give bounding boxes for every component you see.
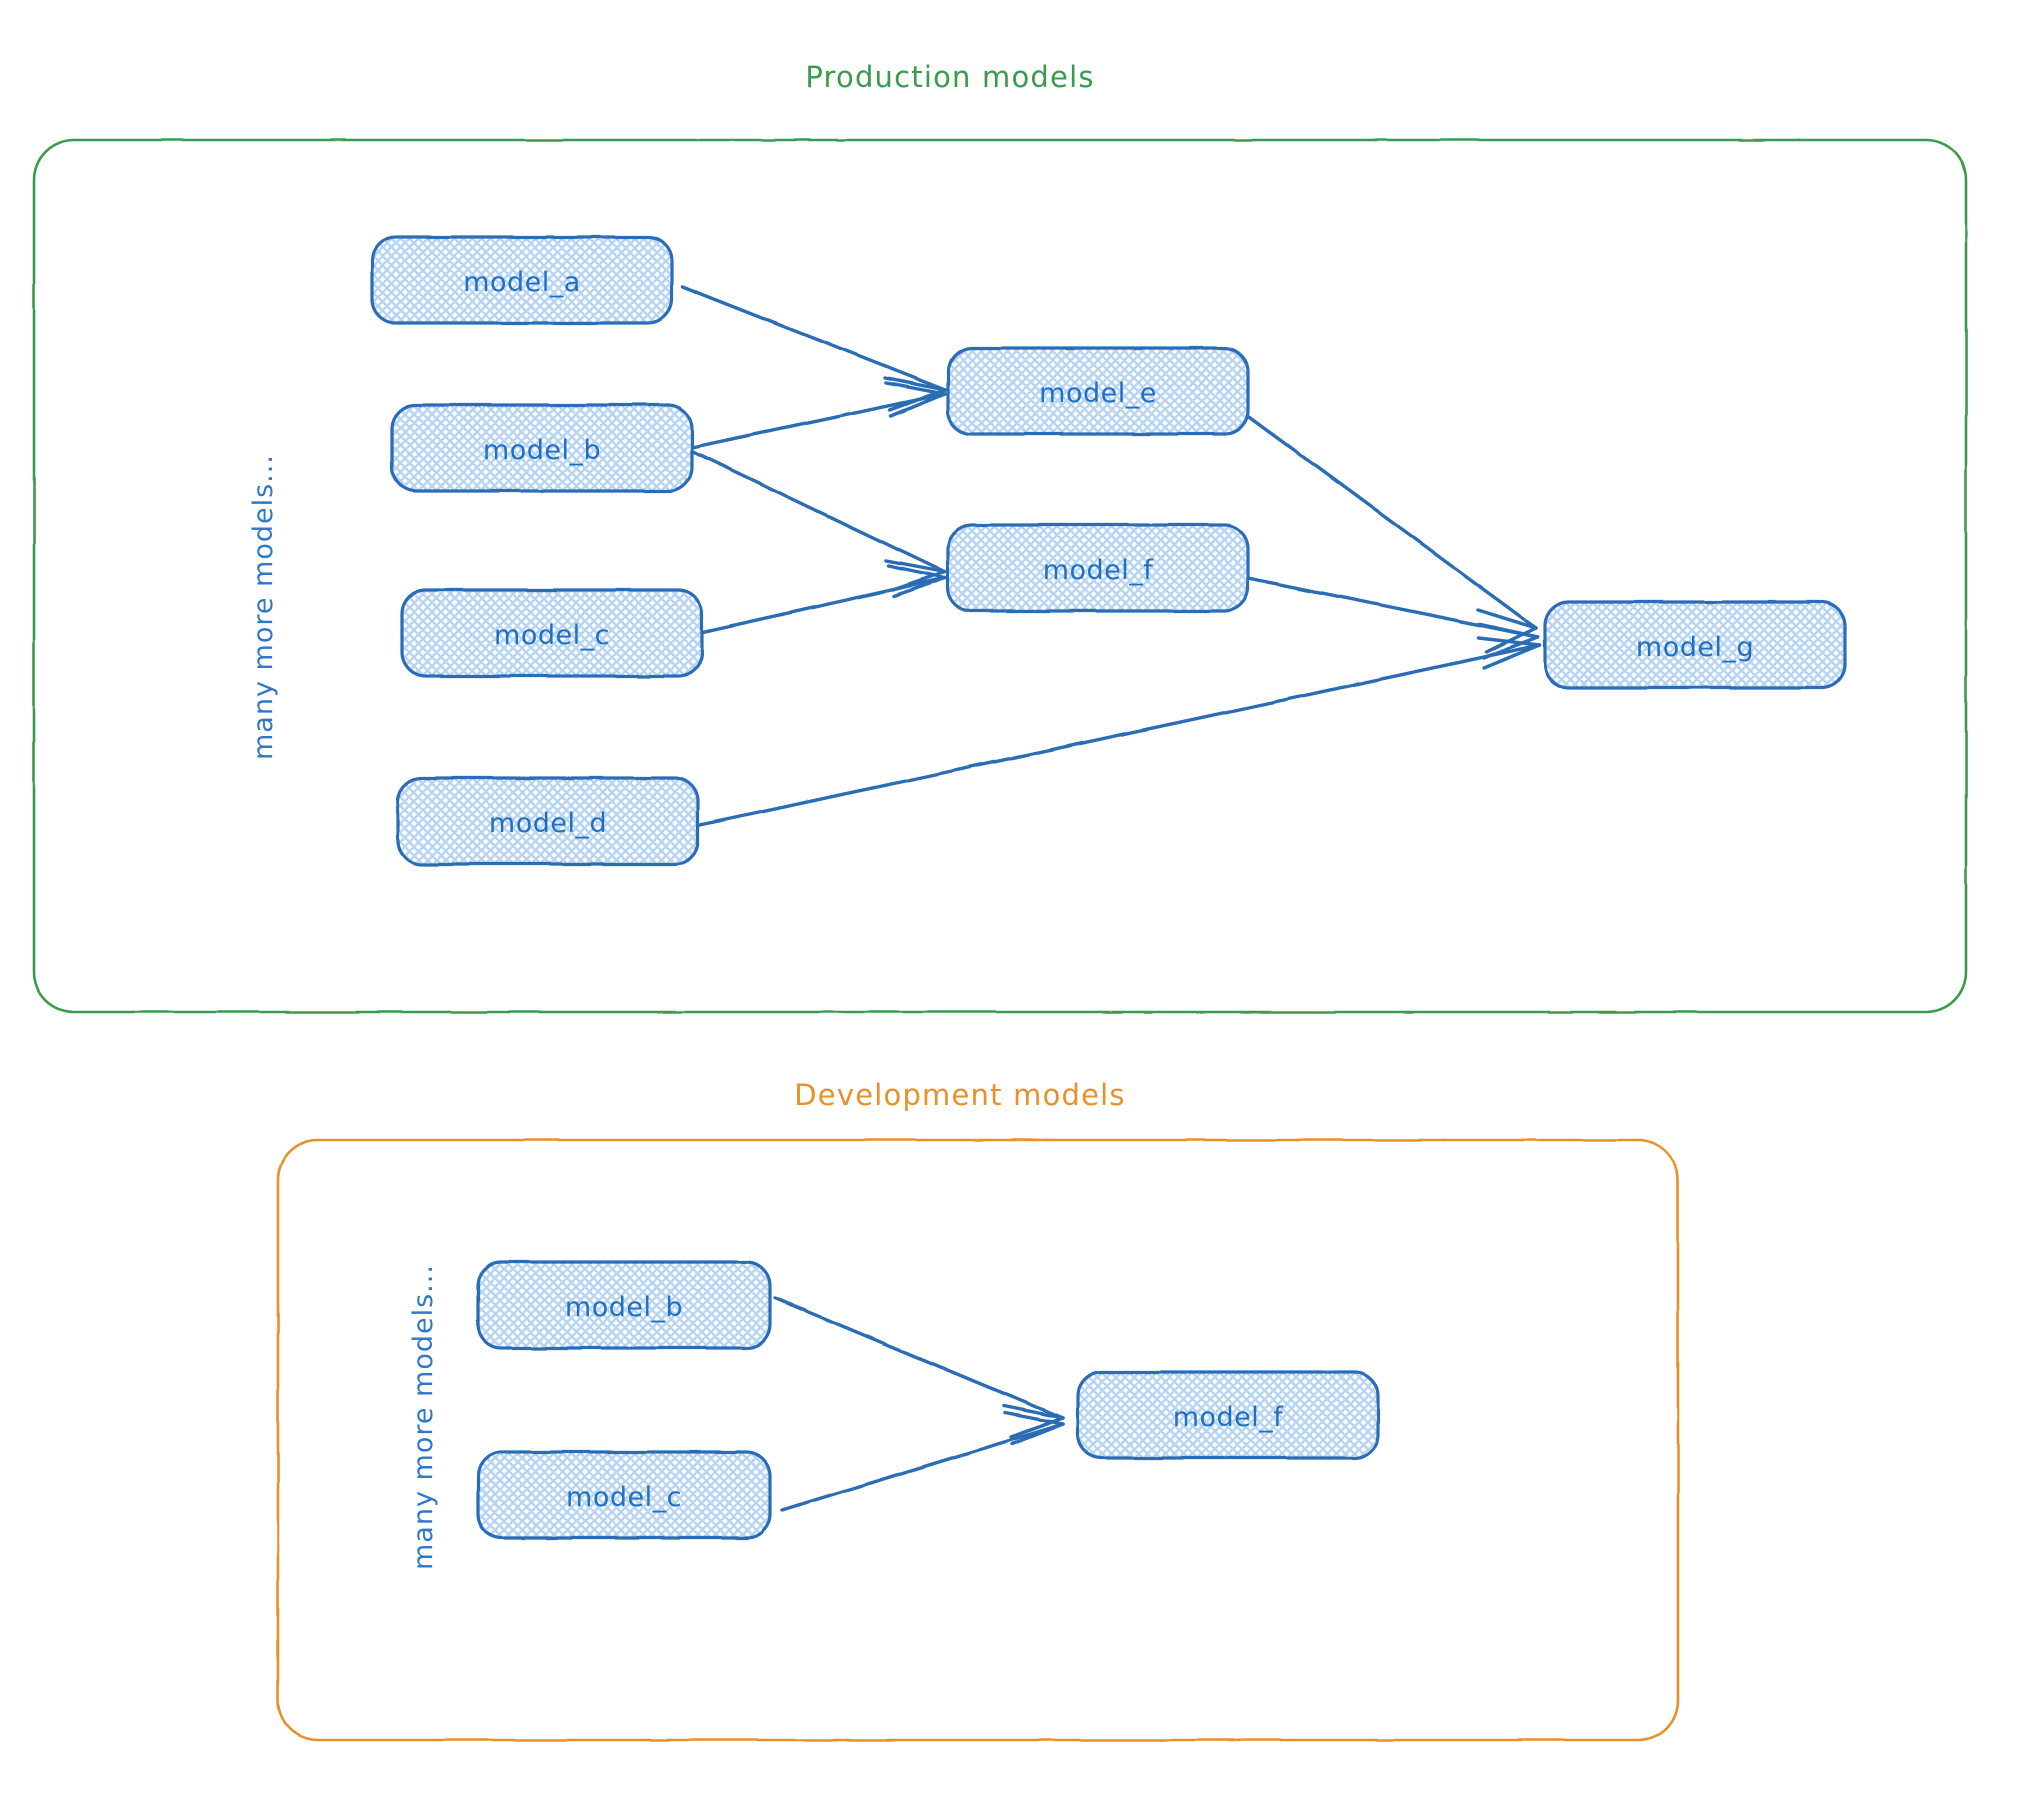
node-model-b-label: model_b — [483, 435, 601, 466]
development-group-boundary — [276, 1138, 1680, 1742]
node-dev-model-b[interactable]: model_b — [476, 1260, 772, 1350]
node-model-g[interactable]: model_g — [1543, 600, 1847, 690]
edge-model-b-to-model-e — [692, 381, 947, 449]
node-model-c-label: model_c — [494, 620, 610, 651]
node-model-f-label: model_f — [1043, 555, 1155, 586]
production-edges — [681, 285, 1542, 827]
node-dev-model-f[interactable]: model_f — [1076, 1370, 1380, 1460]
edge-model-c-to-model-f — [701, 564, 947, 634]
edge-dev-model-c-to-model-f — [780, 1411, 1065, 1512]
production-group-title: Production models — [805, 60, 1095, 94]
node-model-f[interactable]: model_f — [946, 523, 1250, 613]
edge-model-d-to-model-g — [698, 636, 1542, 827]
node-model-d-label: model_d — [489, 808, 607, 839]
node-model-b[interactable]: model_b — [390, 403, 694, 493]
development-group-title: Development models — [794, 1078, 1126, 1112]
production-group-boundary — [32, 138, 1968, 1014]
node-dev-model-b-label: model_b — [565, 1292, 683, 1323]
node-dev-model-c-label: model_c — [566, 1482, 682, 1513]
node-model-a-label: model_a — [463, 267, 581, 298]
node-dev-model-c[interactable]: model_c — [476, 1450, 772, 1540]
edge-model-f-to-model-g — [1246, 576, 1540, 660]
edge-model-e-to-model-g — [1244, 413, 1538, 654]
node-dev-model-f-label: model_f — [1173, 1402, 1285, 1433]
edge-model-a-to-model-e — [681, 285, 947, 412]
node-model-e[interactable]: model_e — [946, 346, 1250, 436]
node-model-c[interactable]: model_c — [400, 588, 704, 678]
development-edges — [773, 1296, 1065, 1512]
node-model-a[interactable]: model_a — [370, 235, 674, 325]
node-model-d[interactable]: model_d — [396, 776, 700, 866]
node-model-e-label: model_e — [1039, 378, 1157, 409]
node-model-g-label: model_g — [1636, 632, 1754, 663]
